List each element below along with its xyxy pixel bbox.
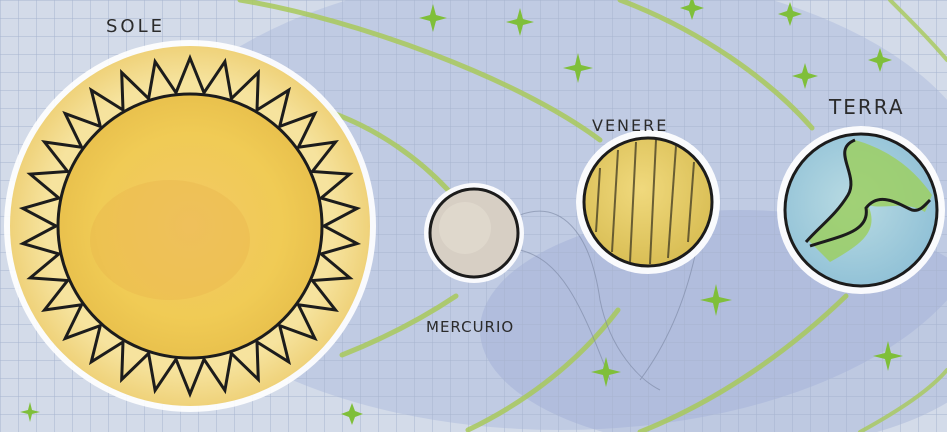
earth [777, 126, 945, 294]
mercury-label: MERCURIO [426, 318, 514, 336]
sun-label: SOLE [106, 16, 165, 37]
sun [4, 40, 376, 412]
mercury [424, 183, 524, 283]
earth-label: TERRA [829, 95, 905, 119]
venus-label: VENERE [592, 116, 668, 135]
venus [576, 130, 720, 274]
